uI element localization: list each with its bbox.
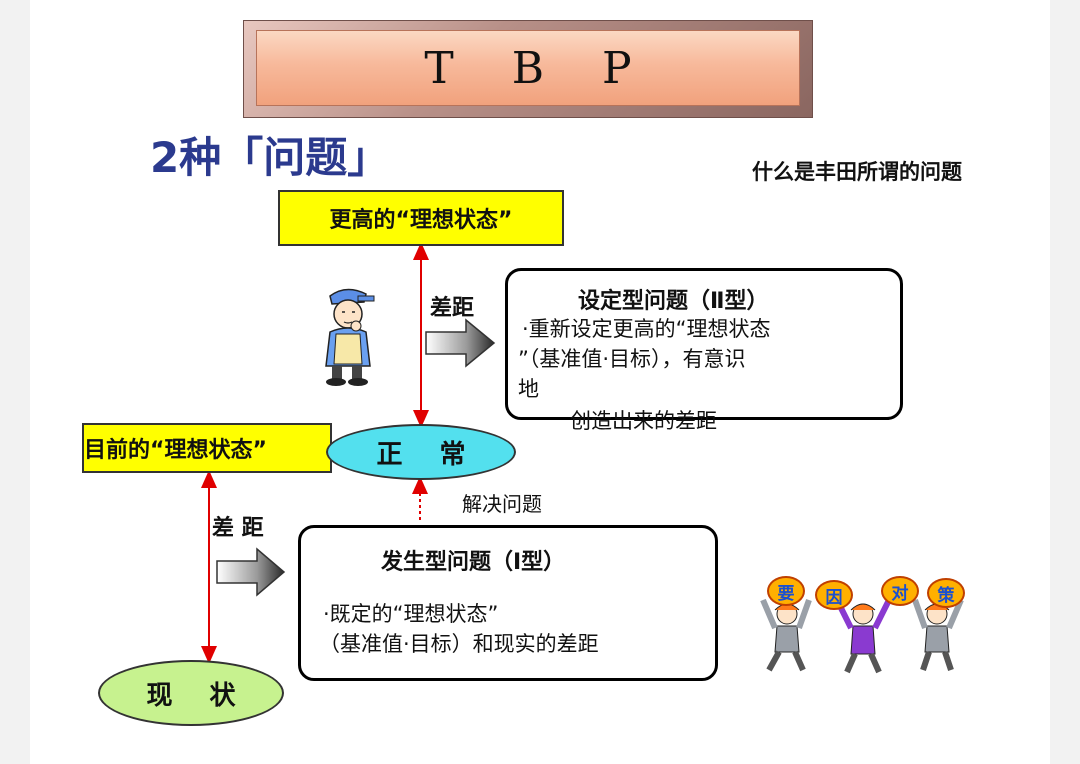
status-ellipse: 现 状 xyxy=(98,660,284,726)
sign-char: 对 xyxy=(881,576,919,606)
workers-with-signs-illustration: 要 因 对 策 xyxy=(757,574,971,678)
sign-char: 策 xyxy=(927,578,965,608)
setting-type-line-2: ”（基准值·目标），有意识 xyxy=(518,347,746,371)
current-ideal-box: 目前的“理想状态” xyxy=(82,423,332,473)
page-heading: 2种「问题」 xyxy=(150,133,390,182)
title-banner: T B P xyxy=(256,30,800,106)
occurrence-type-problem-box: 发生型问题（Ⅰ型） ·既定的“理想状态” （基准值·目标）和现实的差距 xyxy=(298,525,718,681)
block-arrow-upper xyxy=(425,318,496,368)
normal-ellipse: 正 常 xyxy=(326,424,516,480)
setting-type-problem-box: 设定型问题（Ⅱ型） ·重新设定更高的“理想状态 ”（基准值·目标），有意识 地 … xyxy=(505,268,903,433)
occurrence-type-line-1: ·既定的“理想状态” xyxy=(323,602,499,626)
thinking-worker-illustration xyxy=(325,288,375,386)
setting-type-title: 设定型问题（Ⅱ型） xyxy=(578,289,769,314)
gap-label-lower: 差 距 xyxy=(212,516,264,541)
sign-char: 因 xyxy=(815,580,853,610)
worker-figure xyxy=(760,598,812,672)
higher-ideal-box: 更高的“理想状态” xyxy=(278,190,564,246)
setting-type-line-1: ·重新设定更高的“理想状态 xyxy=(522,317,771,341)
occurrence-type-line-2: （基准值·目标）和现实的差距 xyxy=(319,632,599,656)
occurrence-type-title: 发生型问题（Ⅰ型） xyxy=(381,550,566,575)
solve-problem-label: 解决问题 xyxy=(462,492,542,516)
setting-type-line-3: 地 xyxy=(518,377,539,401)
worker-figure xyxy=(912,598,964,671)
worker-figure xyxy=(834,598,892,674)
sign-char: 要 xyxy=(767,576,805,606)
setting-type-line-4: 创造出来的差距 xyxy=(570,409,717,433)
gap-label-upper: 差距 xyxy=(430,296,475,321)
question-text: 什么是丰田所谓的问题 xyxy=(752,160,962,184)
block-arrow-lower xyxy=(216,547,286,597)
workers-figures xyxy=(760,598,964,674)
banner-title: T B P xyxy=(424,42,654,94)
